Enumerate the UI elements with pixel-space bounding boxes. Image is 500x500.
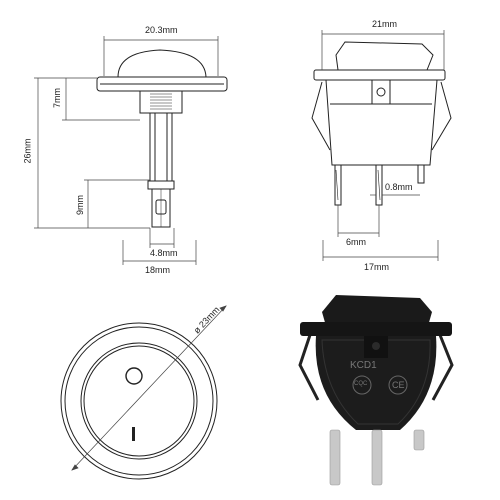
dim-front-bottom-width: 17mm (364, 262, 390, 272)
terminal-right (413, 429, 425, 451)
front-terminal-right (417, 164, 425, 184)
terminal-mid (371, 429, 383, 486)
rocker (322, 295, 432, 326)
dim-terminal-thickness: 0.8mm (385, 182, 413, 192)
flange (300, 322, 452, 336)
ce-mark-icon (388, 375, 408, 395)
side-dome (117, 49, 207, 78)
dim-side-top-width: 20.3mm (145, 25, 178, 35)
dim-front-top-width: 21mm (372, 19, 398, 29)
dim-terminal-width: 4.8mm (150, 248, 178, 258)
ce-label: CE (392, 380, 405, 390)
body (315, 336, 437, 430)
dim-side-bottom-width: 18mm (145, 265, 171, 275)
dim-terminal-length: 9mm (75, 195, 85, 215)
dim-flange-height: 7mm (52, 88, 62, 108)
model-label: KCD1 (350, 360, 377, 371)
dim-terminal-spacing: 6mm (346, 237, 366, 247)
cqc-mark-icon (352, 375, 372, 395)
dim-total-height: 26mm (22, 138, 33, 164)
off-symbol-icon (125, 367, 143, 385)
cqc-label: CQC (354, 381, 368, 387)
on-symbol-icon (132, 427, 135, 441)
front-body (325, 79, 438, 166)
terminal-left (329, 429, 341, 486)
